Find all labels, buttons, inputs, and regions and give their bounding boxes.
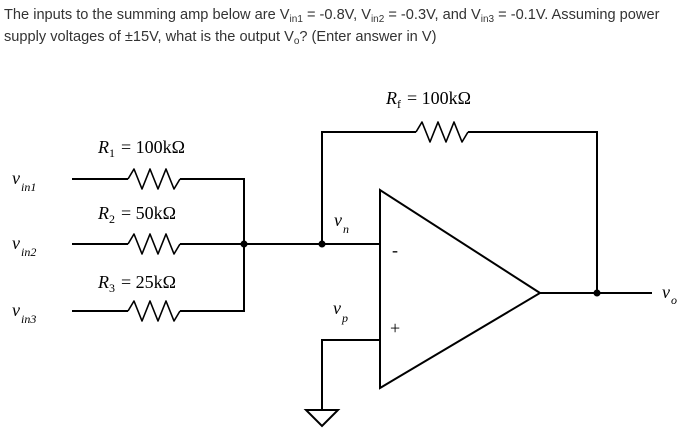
label-vn: vn xyxy=(334,210,349,236)
junction-dot xyxy=(240,240,248,248)
resistor-r2 xyxy=(127,233,181,255)
plus-sign: + xyxy=(390,318,400,338)
label-vin3: vin3 xyxy=(12,300,36,326)
minus-sign: - xyxy=(392,240,398,260)
label-r3: R3= 25kΩ xyxy=(97,272,176,295)
feedback-wire-right xyxy=(468,131,598,293)
resistor-rf xyxy=(415,121,469,143)
label-rf: Rf= 100kΩ xyxy=(385,88,471,111)
label-vp: vp xyxy=(333,298,348,325)
wire-r1-to-bus xyxy=(180,178,245,244)
label-vo: vo xyxy=(662,282,677,307)
op-amp-triangle xyxy=(379,188,542,390)
resistor-r1 xyxy=(127,168,181,190)
ground-symbol xyxy=(303,409,341,428)
question-part: ? (Enter answer in V) xyxy=(299,29,437,45)
question-subscript: o xyxy=(293,36,300,47)
question-part: The inputs to the summing amp below are … xyxy=(4,7,290,23)
question-text: The inputs to the summing amp below are … xyxy=(4,4,686,48)
question-part: = -0.8V, V xyxy=(302,7,371,23)
label-vin2: vin2 xyxy=(12,233,36,259)
wire-r3-to-bus xyxy=(180,244,245,312)
question-subscript: in1 xyxy=(289,14,303,25)
label-r1: R1= 100kΩ xyxy=(97,137,185,160)
question-part: = -0.3V, and V xyxy=(384,7,481,23)
resistor-r3 xyxy=(127,300,181,322)
question-subscript: in3 xyxy=(480,14,495,25)
question-subscript: in2 xyxy=(370,14,385,25)
wire-noninverting-to-ground xyxy=(321,339,380,410)
label-r2: R2= 50kΩ xyxy=(97,203,176,226)
feedback-wire-left xyxy=(321,131,416,244)
label-vin1: vin1 xyxy=(12,168,36,194)
question-part: = -0.1V. Assuming power supply voltages … xyxy=(4,7,660,45)
output-junction-dot xyxy=(593,289,601,297)
